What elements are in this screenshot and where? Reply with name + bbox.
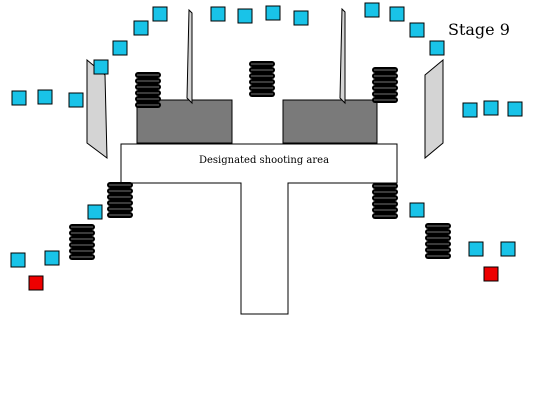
steel-target — [87, 204, 103, 220]
steel-target — [152, 6, 168, 22]
steel-target — [483, 100, 499, 116]
steel-target — [468, 241, 484, 257]
wall-panel-left-outer — [86, 58, 108, 160]
shooting-area — [120, 143, 398, 315]
steel-target — [93, 59, 109, 75]
barricade-right — [282, 99, 378, 144]
steel-target — [68, 92, 84, 108]
no-shoot-targets — [28, 266, 499, 291]
steel-targets — [10, 2, 523, 268]
stage-title: Stage 9 — [448, 20, 510, 39]
tire-stack — [248, 60, 276, 98]
no-shoot-target — [28, 275, 44, 291]
steel-target — [112, 40, 128, 56]
shooting-area-label: Designated shooting area — [199, 155, 329, 166]
steel-target — [409, 202, 425, 218]
steel-target — [133, 20, 149, 36]
tire-stack — [371, 182, 399, 220]
tire-stack — [106, 181, 134, 219]
steel-target — [507, 101, 523, 117]
tire-stack — [371, 66, 399, 104]
tire-stack — [134, 71, 162, 109]
steel-target — [10, 252, 26, 268]
steel-target — [44, 250, 60, 266]
wall-panel-right-inner — [339, 7, 346, 105]
steel-target — [37, 89, 53, 105]
steel-target — [364, 2, 380, 18]
steel-target — [462, 102, 478, 118]
wall-panel-right-outer — [424, 58, 444, 160]
no-shoot-target — [483, 266, 499, 282]
steel-target — [409, 22, 425, 38]
wall-panel-left-inner — [186, 8, 193, 105]
tire-stack — [424, 222, 452, 260]
steel-target — [429, 40, 445, 56]
steel-target — [293, 10, 309, 26]
tire-stack — [68, 223, 96, 261]
steel-target — [237, 8, 253, 24]
steel-target — [210, 6, 226, 22]
steel-target — [500, 241, 516, 257]
steel-target — [265, 5, 281, 21]
steel-target — [389, 6, 405, 22]
steel-target — [11, 90, 27, 106]
